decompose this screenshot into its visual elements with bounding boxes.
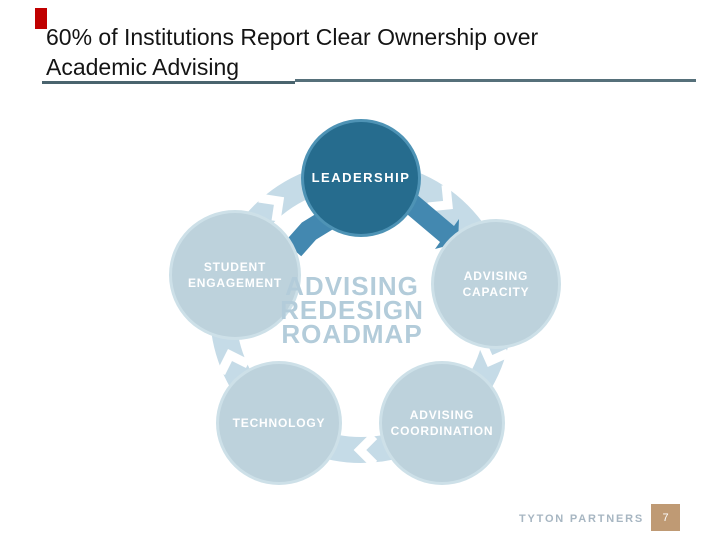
title-rule-right — [295, 79, 696, 82]
node-technology: TECHNOLOGY — [216, 361, 342, 485]
node-advising-coordination: ADVISING COORDINATION — [379, 361, 505, 485]
page-number-badge: 7 — [651, 504, 680, 531]
flow-chevron-bottom — [353, 432, 378, 468]
flow-chevron-top-right — [427, 184, 453, 212]
node-advising-capacity: ADVISING CAPACITY — [431, 219, 561, 349]
brand-logo-text: TYTON PARTNERS — [518, 513, 644, 525]
node-advising-coordination-label: ADVISING COORDINATION — [390, 408, 494, 438]
page-title: 60% of Institutions Report Clear Ownersh… — [46, 24, 539, 80]
diagram-center-label: ADVISING REDESIGN ROADMAP — [280, 271, 424, 349]
node-student-engagement: STUDENT ENGAGEMENT — [169, 210, 301, 340]
node-student-engagement-label: STUDENT ENGAGEMENT — [187, 260, 282, 290]
accent-bar — [35, 8, 47, 29]
flow-chevron-right — [477, 341, 510, 367]
node-advising-capacity-label: ADVISING CAPACITY — [462, 269, 530, 299]
node-leadership-label: LEADERSHIP — [311, 170, 411, 185]
flow-chevron-left — [216, 348, 251, 376]
flow-chevron-top-left — [258, 193, 285, 222]
title-rule-left — [42, 81, 295, 84]
node-technology-label: TECHNOLOGY — [232, 416, 326, 430]
node-leadership: LEADERSHIP — [301, 119, 421, 237]
page-number: 7 — [662, 511, 669, 524]
